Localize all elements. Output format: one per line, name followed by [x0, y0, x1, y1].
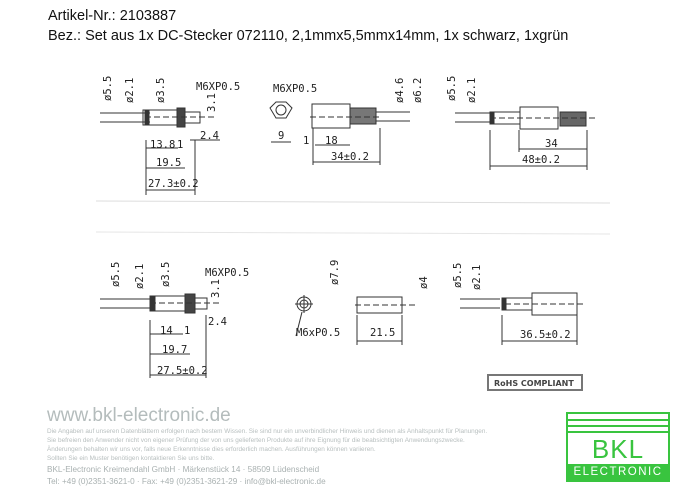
- article-number: Artikel-Nr.: 2103887: [48, 8, 177, 24]
- plug-drawing-4: [100, 293, 220, 378]
- dim-d1-dia55: ø5.5: [102, 75, 114, 101]
- dim-d5-dia4: ø4: [418, 276, 430, 289]
- dim-d4-dia35: ø3.5: [160, 261, 172, 287]
- dim-d4-thread: M6XP0.5: [205, 267, 250, 279]
- logo-subtext: ELECTRONIC: [568, 464, 668, 480]
- dim-d4-197: 19.7: [162, 344, 188, 356]
- cap-drawing: [269, 101, 410, 165]
- dim-d4-14: 14: [160, 325, 173, 337]
- dim-d3-34: 34: [545, 138, 558, 150]
- disclaimer-line: Sollten Sie ein Muster benötigen kontakt…: [47, 455, 215, 462]
- insulator-drawing: [295, 295, 415, 345]
- dim-d4-1: 1: [184, 325, 191, 337]
- bkl-logo: BKL ELECTRONIC: [566, 412, 670, 482]
- dim-d4-24: 2.4: [208, 316, 227, 328]
- dim-d2-18: 18: [325, 135, 338, 147]
- website-link[interactable]: www.bkl-electronic.de: [47, 405, 231, 426]
- rohs-compliant-badge: RoHS COMPLIANT: [487, 374, 583, 391]
- dim-d1-31: 3.1: [206, 93, 218, 112]
- dim-d4-dia21: ø2.1: [134, 263, 146, 289]
- dim-d1-total: 27.3±0.2: [148, 178, 199, 190]
- dim-d3-dia21: ø2.1: [466, 77, 478, 103]
- dim-d5-dia79: ø7.9: [329, 259, 341, 285]
- logo-text: BKL: [591, 434, 645, 464]
- disclaimer-line: Sie befreien den Anwender nicht von eige…: [47, 437, 465, 444]
- dim-d5-thread: M6xP0.5: [296, 327, 341, 339]
- dim-d4-total: 27.5±0.2: [157, 365, 208, 377]
- company-address: BKL-Electronic Kreimendahl GmbH · Märken…: [47, 465, 320, 474]
- dim-d1-dia35: ø3.5: [155, 77, 167, 103]
- dim-d1-thread: M6XP0.5: [196, 81, 241, 93]
- dim-d2-9: 9: [278, 130, 285, 142]
- dim-d1-195: 19.5: [156, 157, 182, 169]
- disclaimer-line: Die Angaben auf unseren Datenblättern er…: [47, 428, 488, 435]
- dim-d4-31: 3.1: [210, 279, 222, 298]
- disclaimer-line: Änderungen behalten wir uns vor, falls n…: [47, 446, 376, 453]
- article-description: Bez.: Set aus 1x DC-Stecker 072110, 2,1m…: [48, 28, 569, 44]
- dim-d2-dia46: ø4.6: [394, 77, 406, 103]
- dim-d2-total: 34±0.2: [331, 151, 369, 163]
- dim-d5-215: 21.5: [370, 327, 396, 339]
- dim-d2-thread: M6XP0.5: [273, 83, 318, 95]
- dim-d1-138: 13.8: [150, 139, 176, 151]
- dim-d4-dia55: ø5.5: [110, 261, 122, 287]
- plug-drawing-1: [100, 107, 220, 195]
- dim-d1-1: 1: [177, 139, 184, 151]
- company-contact: Tel: +49 (0)2351-3621-0 · Fax: +49 (0)23…: [47, 477, 326, 486]
- dim-d6-dia55: ø5.5: [452, 262, 464, 288]
- dim-d6-dia21: ø2.1: [471, 264, 483, 290]
- dim-d6-total: 36.5±0.2: [520, 329, 571, 341]
- dim-d2-dia62: ø6.2: [412, 77, 424, 103]
- plug-drawing-3: [455, 106, 595, 170]
- dim-d3-dia55: ø5.5: [446, 75, 458, 101]
- dim-d1-dia21: ø2.1: [124, 77, 136, 103]
- plug-drawing-6: [460, 292, 585, 345]
- dim-d1-24: 2.4: [200, 130, 219, 142]
- dim-d2-1: 1: [303, 135, 310, 147]
- dim-d3-total: 48±0.2: [522, 154, 560, 166]
